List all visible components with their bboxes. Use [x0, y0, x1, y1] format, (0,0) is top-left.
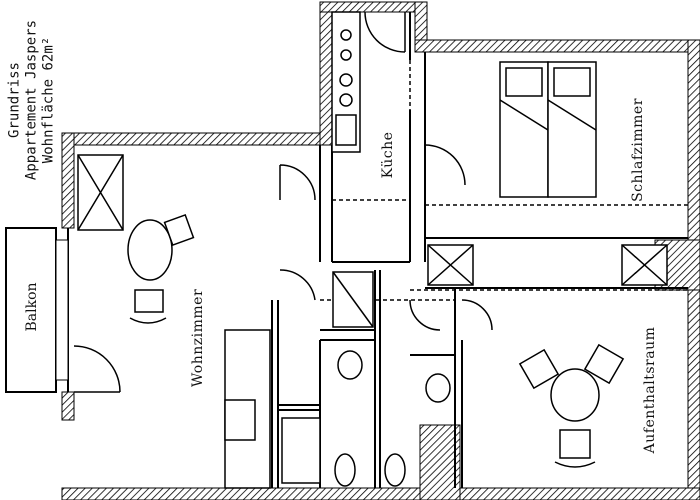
room-label-wohnzimmer: Wohnzimmer [190, 288, 206, 388]
door-arcs [73, 11, 493, 393]
title-line1: Grundriss [6, 62, 23, 138]
bathroom-fixtures [281, 271, 451, 487]
room-label-schlafzimmer: Schlafzimmer [630, 98, 646, 202]
title-line3: Wohnfläche 62m² [40, 36, 57, 164]
kitchen-counter [331, 11, 361, 153]
beds [499, 61, 597, 198]
room-label-aufenthaltsraum: Aufenthaltsraum [642, 326, 658, 454]
living-furniture [127, 214, 271, 489]
exterior-walls [61, 1, 700, 500]
vent-shafts [77, 154, 668, 286]
plan-title: Grundriss Appartement Jaspers Wohnfläche… [7, 20, 58, 180]
lounge-furniture [518, 343, 625, 468]
room-label-kueche: Küche [380, 131, 396, 179]
room-label-balkon: Balkon [24, 282, 40, 332]
balkon-box [5, 227, 57, 393]
interior-walls [67, 12, 688, 488]
title-line2: Appartement Jaspers [23, 19, 40, 181]
